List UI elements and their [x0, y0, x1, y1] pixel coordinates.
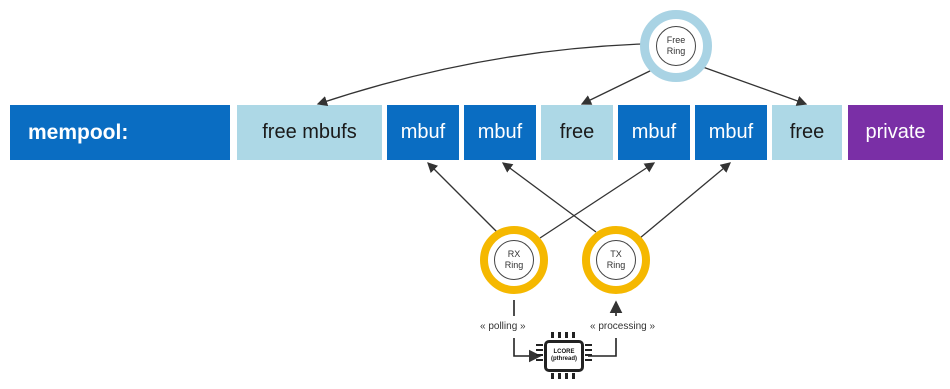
mbuf-segment-4: mbuf [695, 105, 767, 160]
tx-to-mbuf-4-arrow [639, 162, 731, 239]
free-ring-label-1: Free [666, 35, 686, 45]
tx-ring: TX Ring [582, 226, 650, 294]
rx-ring-label-1: RX [507, 249, 521, 259]
rx-to-mbuf-3-arrow [539, 162, 656, 239]
lcore-label: LCORE [553, 349, 575, 355]
processing-note: « processing » [590, 321, 656, 332]
free-ring-label-2: Ring [666, 46, 686, 56]
tx-to-mbuf-2-arrow [501, 162, 597, 233]
free-segment-1: free [541, 105, 613, 160]
mbuf-segment-1: mbuf [387, 105, 459, 160]
free-ring-to-free-mbufs-arrow [316, 43, 643, 107]
polling-note: « polling » [480, 321, 526, 332]
free-mbufs-segment: free mbufs [237, 105, 382, 160]
free-ring-to-free-1-arrow [580, 67, 657, 105]
rx-ring: RX Ring [480, 226, 548, 294]
rx-ring-label-2: Ring [504, 260, 524, 270]
rx-to-mbuf-1-arrow [427, 162, 498, 233]
chip-right-pins [585, 344, 592, 361]
pthread-label: (pthread) [551, 356, 577, 362]
private-segment: private [848, 105, 943, 160]
free-segment-2: free [772, 105, 842, 160]
polling-arrow [513, 338, 542, 363]
chip-bottom-pins [551, 373, 575, 379]
tx-ring-label-1: TX [610, 249, 622, 259]
free-ring: Free Ring [640, 10, 712, 82]
free-ring-to-free-2-arrow [699, 65, 808, 106]
chip-top-pins [551, 332, 575, 338]
tx-ring-label-2: Ring [606, 260, 626, 270]
mempool-label: mempool: [10, 105, 230, 160]
chip-left-pins [536, 344, 543, 361]
mbuf-segment-3: mbuf [618, 105, 690, 160]
lcore-chip-icon: LCORE (pthread) [544, 340, 584, 372]
mbuf-segment-2: mbuf [464, 105, 536, 160]
